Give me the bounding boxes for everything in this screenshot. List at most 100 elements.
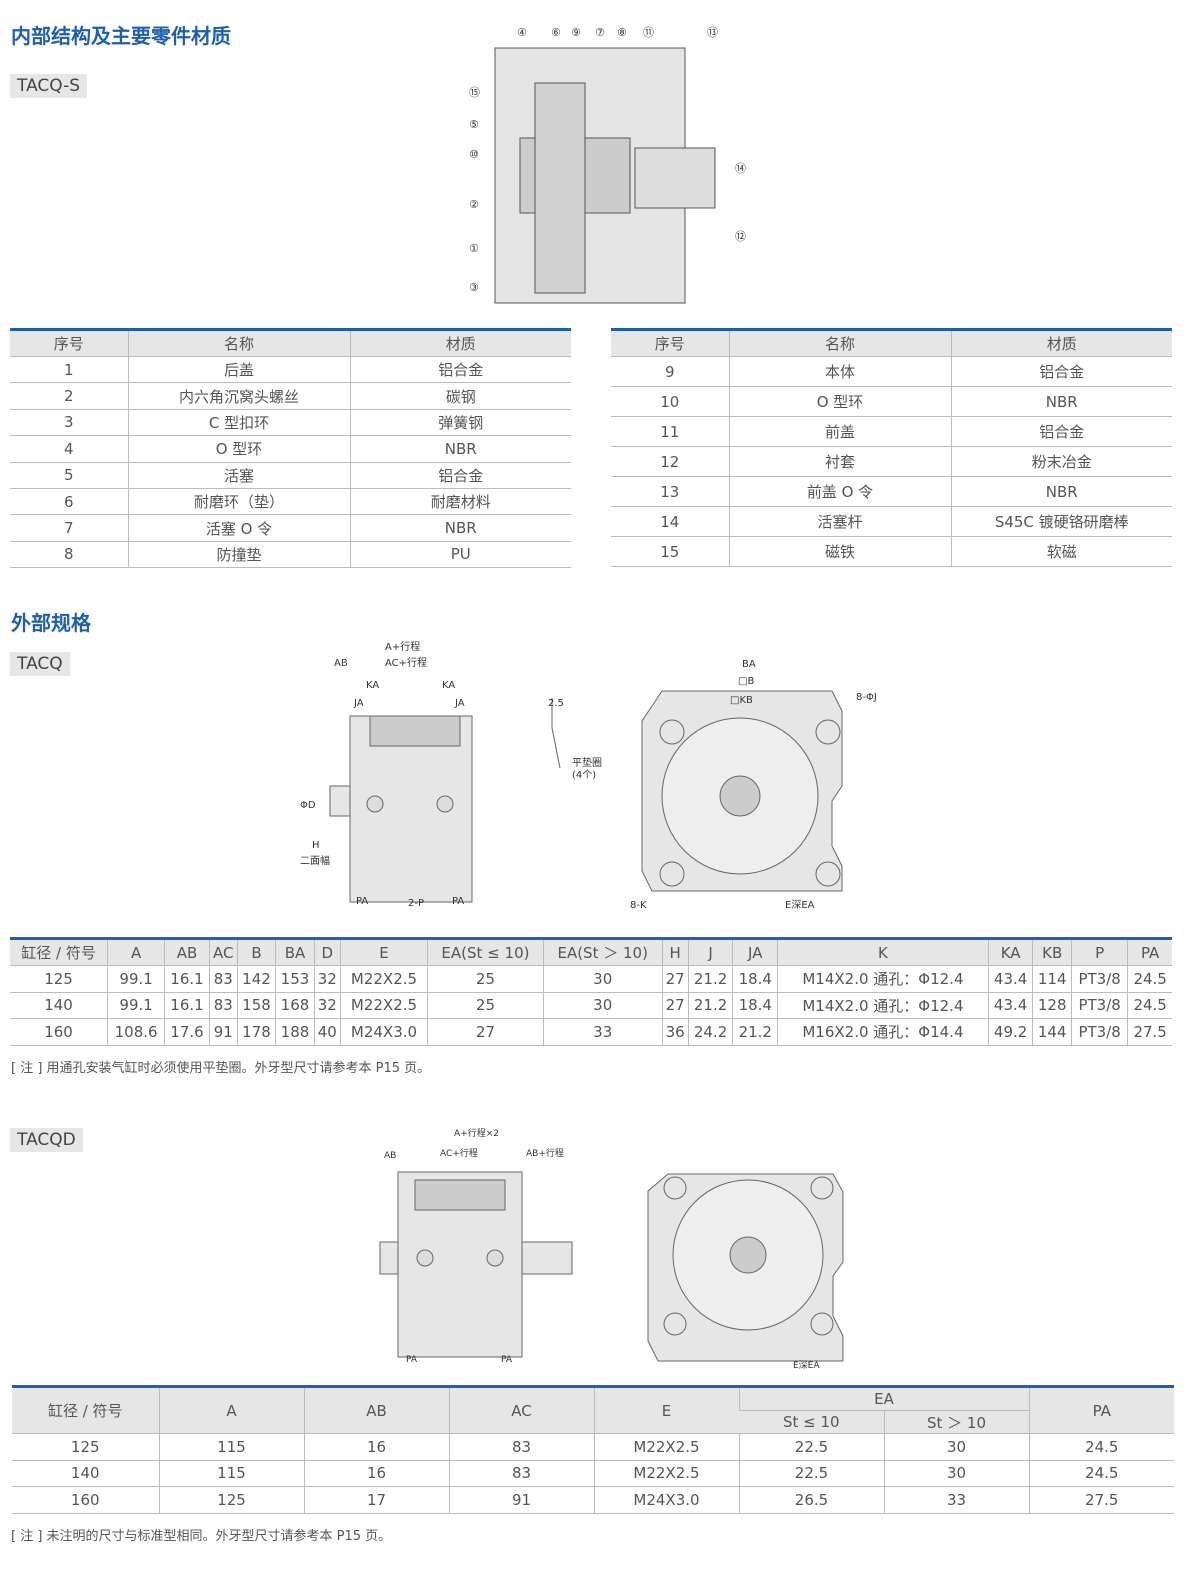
svg-text:2-P: 2-P: [408, 898, 424, 909]
table-cell: 活塞: [127, 462, 350, 489]
column-header: KA: [987, 937, 1033, 966]
table-cell: 140: [10, 992, 108, 1019]
table-cell: 40: [313, 1018, 341, 1046]
table-cell: 142: [236, 965, 276, 993]
table-cell: M22X2.5: [593, 1460, 739, 1487]
table-cell: 114: [1032, 965, 1072, 993]
table-cell: 33: [542, 1018, 663, 1046]
column-header: BA: [275, 937, 315, 966]
section-title-external: 外部规格: [11, 611, 91, 635]
table-cell: 18.4: [732, 965, 778, 993]
table-cell: 125: [12, 1433, 159, 1461]
svg-text:H: H: [312, 840, 320, 851]
table-cell: 83: [448, 1433, 594, 1461]
model-label-tacq: TACQ: [10, 652, 70, 676]
table-cell: 115: [158, 1433, 304, 1461]
table-cell: 14: [611, 506, 729, 537]
svg-text:AB: AB: [334, 658, 348, 669]
table-cell: 1: [10, 356, 128, 384]
svg-text:□B: □B: [738, 676, 754, 687]
svg-text:8-K: 8-K: [630, 900, 647, 911]
table-cell: 3: [10, 409, 128, 437]
callout-3: ③: [469, 281, 479, 294]
callout-4: ④: [517, 26, 527, 39]
table-cell: 软磁: [950, 536, 1172, 567]
svg-text:PA: PA: [356, 896, 368, 907]
table-cell: 21.2: [687, 965, 733, 993]
table-cell: 22.5: [738, 1433, 884, 1461]
table-cell: 耐磨材料: [349, 488, 571, 516]
table-cell: 144: [1032, 1018, 1072, 1046]
column-header: H: [661, 937, 689, 966]
table-cell: 25: [427, 965, 544, 993]
table-cell: 24.5: [1127, 965, 1172, 993]
column-header: PA: [1127, 937, 1172, 966]
callout-10: ⑩: [469, 148, 479, 161]
callout-7: ⑦: [595, 26, 605, 39]
table-cell: 125: [10, 965, 108, 993]
table-cell: 24.5: [1028, 1460, 1174, 1487]
svg-text:JA: JA: [454, 698, 465, 709]
table-cell: 18.4: [732, 992, 778, 1019]
table-cell: 24.5: [1028, 1433, 1174, 1461]
table-cell: 衬套: [728, 446, 951, 477]
column-header: K: [777, 937, 989, 966]
svg-text:AB: AB: [384, 1151, 396, 1161]
svg-text:PA: PA: [501, 1355, 513, 1365]
table-cell: 99.1: [107, 992, 165, 1019]
svg-text:□KB: □KB: [730, 695, 753, 706]
column-header: E: [339, 937, 428, 966]
table-cell: M22X2.5: [593, 1433, 739, 1461]
table-cell: 内六角沉窝头螺丝: [127, 382, 350, 410]
table-cell: 168: [275, 992, 315, 1019]
callout-12: ⑫: [735, 230, 746, 243]
table-cell: 防撞垫: [127, 541, 350, 569]
column-header: D: [313, 937, 341, 966]
table-cell: 27: [427, 1018, 544, 1046]
table-cell: 11: [611, 416, 729, 447]
table-cell: 99.1: [107, 965, 165, 993]
table-cell: 128: [1032, 992, 1072, 1019]
svg-text:KA: KA: [366, 680, 379, 691]
table-cell: 16.1: [164, 965, 210, 993]
table-cell: 178: [236, 1018, 276, 1046]
table-cell: 91: [448, 1486, 594, 1514]
table-cell: 活塞 O 令: [127, 514, 350, 542]
table-cell: M16X2.0 通孔：Φ14.4: [777, 1018, 989, 1046]
table-cell: 耐磨环（垫）: [127, 488, 350, 516]
table-cell: 24.2: [687, 1018, 733, 1046]
table-cell: 16.1: [164, 992, 210, 1019]
column-header: AC: [208, 937, 238, 966]
svg-text:8-ΦJ: 8-ΦJ: [856, 692, 877, 703]
table-cell: 6: [10, 488, 128, 516]
table-cell: 碳钢: [349, 382, 571, 410]
svg-text:AC+行程: AC+行程: [440, 1147, 478, 1159]
table-cell: 铝合金: [950, 416, 1172, 447]
svg-text:A+行程×2: A+行程×2: [454, 1127, 499, 1139]
table-cell: 30: [542, 992, 663, 1019]
svg-text:BA: BA: [742, 659, 756, 670]
table-cell: O 型环: [728, 386, 951, 417]
table-cell: 铝合金: [349, 356, 571, 384]
model-label-tacq-s: TACQ-S: [10, 74, 88, 98]
svg-text:PA: PA: [406, 1355, 418, 1365]
table-cell: 83: [208, 992, 238, 1019]
callout-13: ⑬: [707, 26, 718, 39]
table-cell: 83: [448, 1460, 594, 1487]
column-header: A: [107, 937, 165, 966]
table-cell: 115: [158, 1460, 304, 1487]
svg-text:(4个): (4个): [572, 769, 596, 781]
tacqd-dimension-diagram: A+行程×2 AB AC+行程 AB+行程 PA PA E深EA: [379, 1127, 844, 1371]
callout-8: ⑧: [617, 26, 627, 39]
table-cell: 17.6: [164, 1018, 210, 1046]
table-cell: 磁铁: [728, 536, 951, 567]
table-cell: 25: [427, 992, 544, 1019]
table-cell: 27.5: [1028, 1486, 1174, 1514]
